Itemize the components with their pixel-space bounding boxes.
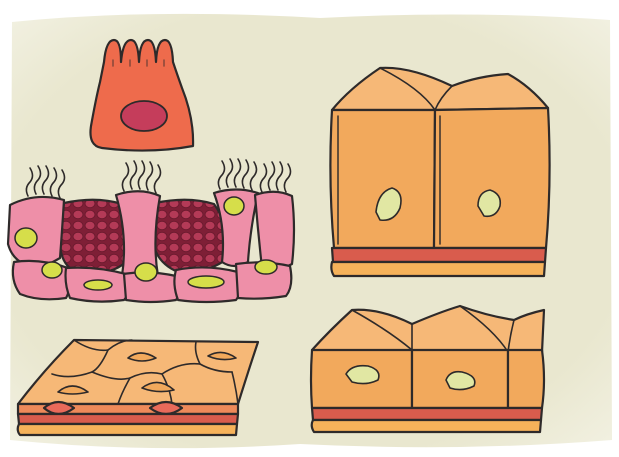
goblet-cell-mass-left <box>60 200 128 275</box>
simple-cuboidal-epithelium-large <box>330 68 549 276</box>
columnar-cell-nucleus <box>121 101 167 131</box>
simple-cuboidal-epithelium-small <box>311 306 544 432</box>
goblet-cell-mass-right <box>152 200 228 272</box>
